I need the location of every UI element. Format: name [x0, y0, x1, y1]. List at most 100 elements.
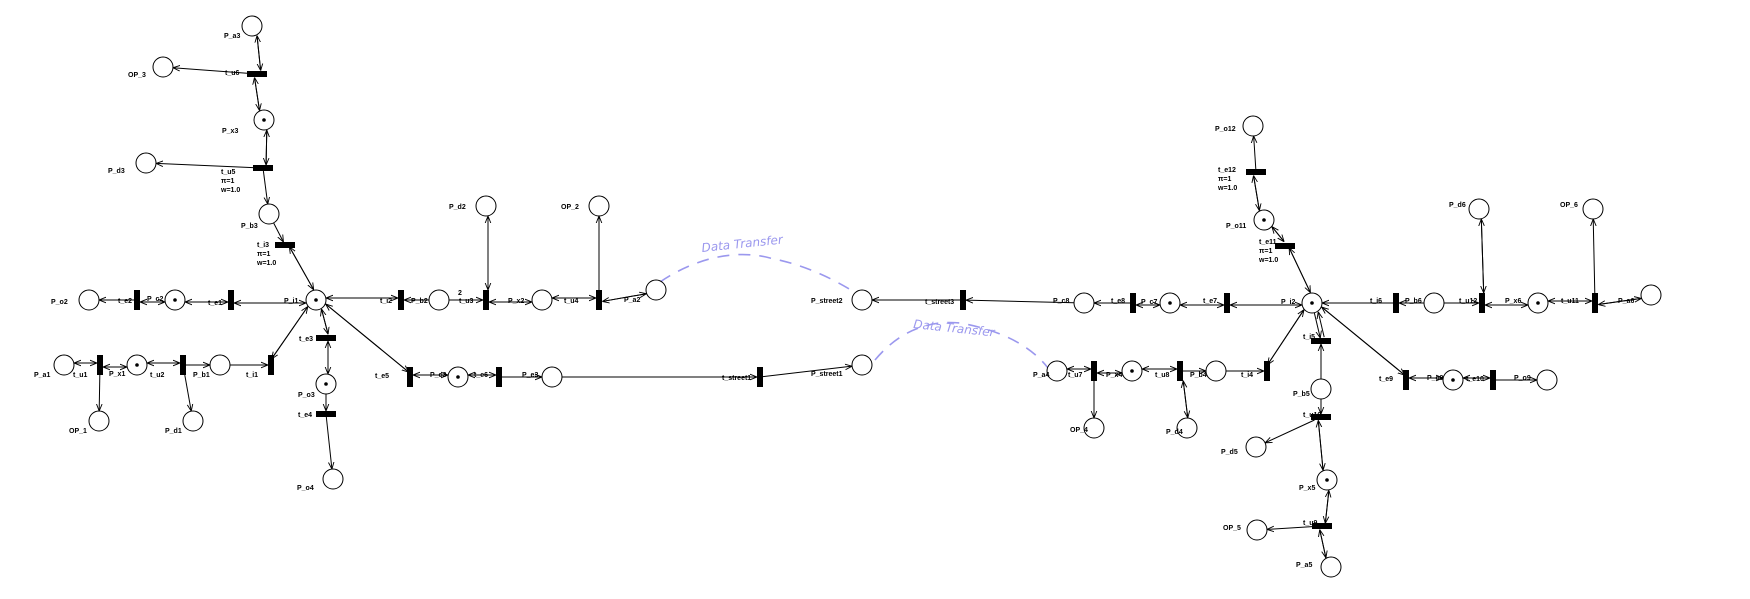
- transition-t_e9[interactable]: [1403, 370, 1409, 390]
- place-circle[interactable]: [241, 15, 263, 37]
- transition-bar[interactable]: [398, 290, 404, 310]
- transition-t_street1[interactable]: [757, 367, 763, 387]
- transition-t_e11[interactable]: [1275, 243, 1295, 249]
- place-circle[interactable]: [1423, 292, 1445, 314]
- place-P_a1[interactable]: [53, 354, 75, 376]
- transition-t_i6[interactable]: [1393, 293, 1399, 313]
- place-P_b3[interactable]: [258, 203, 280, 225]
- transition-t_i5[interactable]: [1311, 338, 1331, 344]
- transition-t_e12[interactable]: [1246, 169, 1266, 175]
- transition-t_u10[interactable]: [1311, 414, 1331, 420]
- place-circle[interactable]: [645, 279, 667, 301]
- transition-bar[interactable]: [1393, 293, 1399, 313]
- transition-t_u1[interactable]: [97, 355, 103, 375]
- place-OP_4[interactable]: [1083, 417, 1105, 439]
- transition-t_e6[interactable]: [496, 367, 502, 387]
- transition-t_e5[interactable]: [407, 367, 413, 387]
- transition-t_u7[interactable]: [1091, 361, 1097, 381]
- transition-bar[interactable]: [1311, 338, 1331, 344]
- transition-bar[interactable]: [1311, 414, 1331, 420]
- place-circle[interactable]: [135, 152, 157, 174]
- place-P_c3[interactable]: [447, 366, 469, 388]
- transition-bar[interactable]: [407, 367, 413, 387]
- place-P_c8[interactable]: [1073, 292, 1095, 314]
- place-P_d1[interactable]: [182, 410, 204, 432]
- transition-t_u2[interactable]: [180, 355, 186, 375]
- place-OP_2[interactable]: [588, 195, 610, 217]
- place-P_d5[interactable]: [1245, 436, 1267, 458]
- transition-bar[interactable]: [1246, 169, 1266, 175]
- place-P_i2[interactable]: [1301, 292, 1323, 314]
- transition-bar[interactable]: [1130, 293, 1136, 313]
- transition-bar[interactable]: [1224, 293, 1230, 313]
- transition-t_i2[interactable]: [398, 290, 404, 310]
- transition-bar[interactable]: [228, 290, 234, 310]
- transition-t_u4[interactable]: [596, 290, 602, 310]
- place-circle[interactable]: [182, 410, 204, 432]
- transition-t_u3[interactable]: [483, 290, 489, 310]
- place-P_a2[interactable]: [645, 279, 667, 301]
- transition-bar[interactable]: [1177, 361, 1183, 381]
- place-P_x3[interactable]: [253, 109, 275, 131]
- place-P_x1[interactable]: [126, 354, 148, 376]
- place-P_street1[interactable]: [851, 354, 873, 376]
- transition-t_u8[interactable]: [1177, 361, 1183, 381]
- place-P_b1[interactable]: [209, 354, 231, 376]
- place-circle[interactable]: [53, 354, 75, 376]
- transition-bar[interactable]: [134, 290, 140, 310]
- place-circle[interactable]: [1640, 284, 1662, 306]
- place-P_a3[interactable]: [241, 15, 263, 37]
- transition-bar[interactable]: [596, 290, 602, 310]
- place-circle[interactable]: [851, 289, 873, 311]
- transition-t_u9[interactable]: [1312, 523, 1332, 529]
- transition-bar[interactable]: [496, 367, 502, 387]
- transition-t_e2[interactable]: [134, 290, 140, 310]
- place-P_o3[interactable]: [315, 373, 337, 395]
- place-circle[interactable]: [258, 203, 280, 225]
- transition-bar[interactable]: [1403, 370, 1409, 390]
- place-OP_5[interactable]: [1246, 519, 1268, 541]
- place-P_c9[interactable]: [1442, 369, 1464, 391]
- place-circle[interactable]: [1320, 556, 1342, 578]
- transition-bar[interactable]: [253, 165, 273, 171]
- place-circle[interactable]: [851, 354, 873, 376]
- place-P_i1[interactable]: [305, 289, 327, 311]
- place-P_b6[interactable]: [1423, 292, 1445, 314]
- place-P_x6[interactable]: [1527, 292, 1549, 314]
- transition-t_i3[interactable]: [275, 242, 295, 248]
- transition-t_u6[interactable]: [247, 71, 267, 77]
- place-P_b2[interactable]: [428, 289, 450, 311]
- transition-bar[interactable]: [1091, 361, 1097, 381]
- transition-bar[interactable]: [960, 290, 966, 310]
- place-circle[interactable]: [1468, 198, 1490, 220]
- place-circle[interactable]: [1083, 417, 1105, 439]
- place-circle[interactable]: [1536, 369, 1558, 391]
- place-P_o9[interactable]: [1536, 369, 1558, 391]
- transition-bar[interactable]: [316, 411, 336, 417]
- transition-t_street3[interactable]: [960, 290, 966, 310]
- transition-t_e8[interactable]: [1130, 293, 1136, 313]
- transition-bar[interactable]: [1312, 523, 1332, 529]
- place-P_b5[interactable]: [1310, 378, 1332, 400]
- place-circle[interactable]: [78, 289, 100, 311]
- place-P_o4[interactable]: [322, 468, 344, 490]
- transition-t_e10[interactable]: [1490, 370, 1496, 390]
- place-circle[interactable]: [1046, 360, 1068, 382]
- place-circle[interactable]: [1205, 360, 1227, 382]
- transition-bar[interactable]: [1490, 370, 1496, 390]
- transition-t_u5[interactable]: [253, 165, 273, 171]
- transition-bar[interactable]: [97, 355, 103, 375]
- transition-t_i4[interactable]: [1264, 361, 1270, 381]
- place-circle[interactable]: [1310, 378, 1332, 400]
- transition-bar[interactable]: [1479, 293, 1485, 313]
- place-circle[interactable]: [475, 195, 497, 217]
- place-P_c2[interactable]: [164, 289, 186, 311]
- place-P_d4[interactable]: [1176, 417, 1198, 439]
- place-circle[interactable]: [1242, 115, 1264, 137]
- place-P_d3[interactable]: [135, 152, 157, 174]
- place-OP_6[interactable]: [1582, 198, 1604, 220]
- place-P_o11[interactable]: [1253, 209, 1275, 231]
- transition-bar[interactable]: [483, 290, 489, 310]
- place-P_a5[interactable]: [1320, 556, 1342, 578]
- transition-bar[interactable]: [757, 367, 763, 387]
